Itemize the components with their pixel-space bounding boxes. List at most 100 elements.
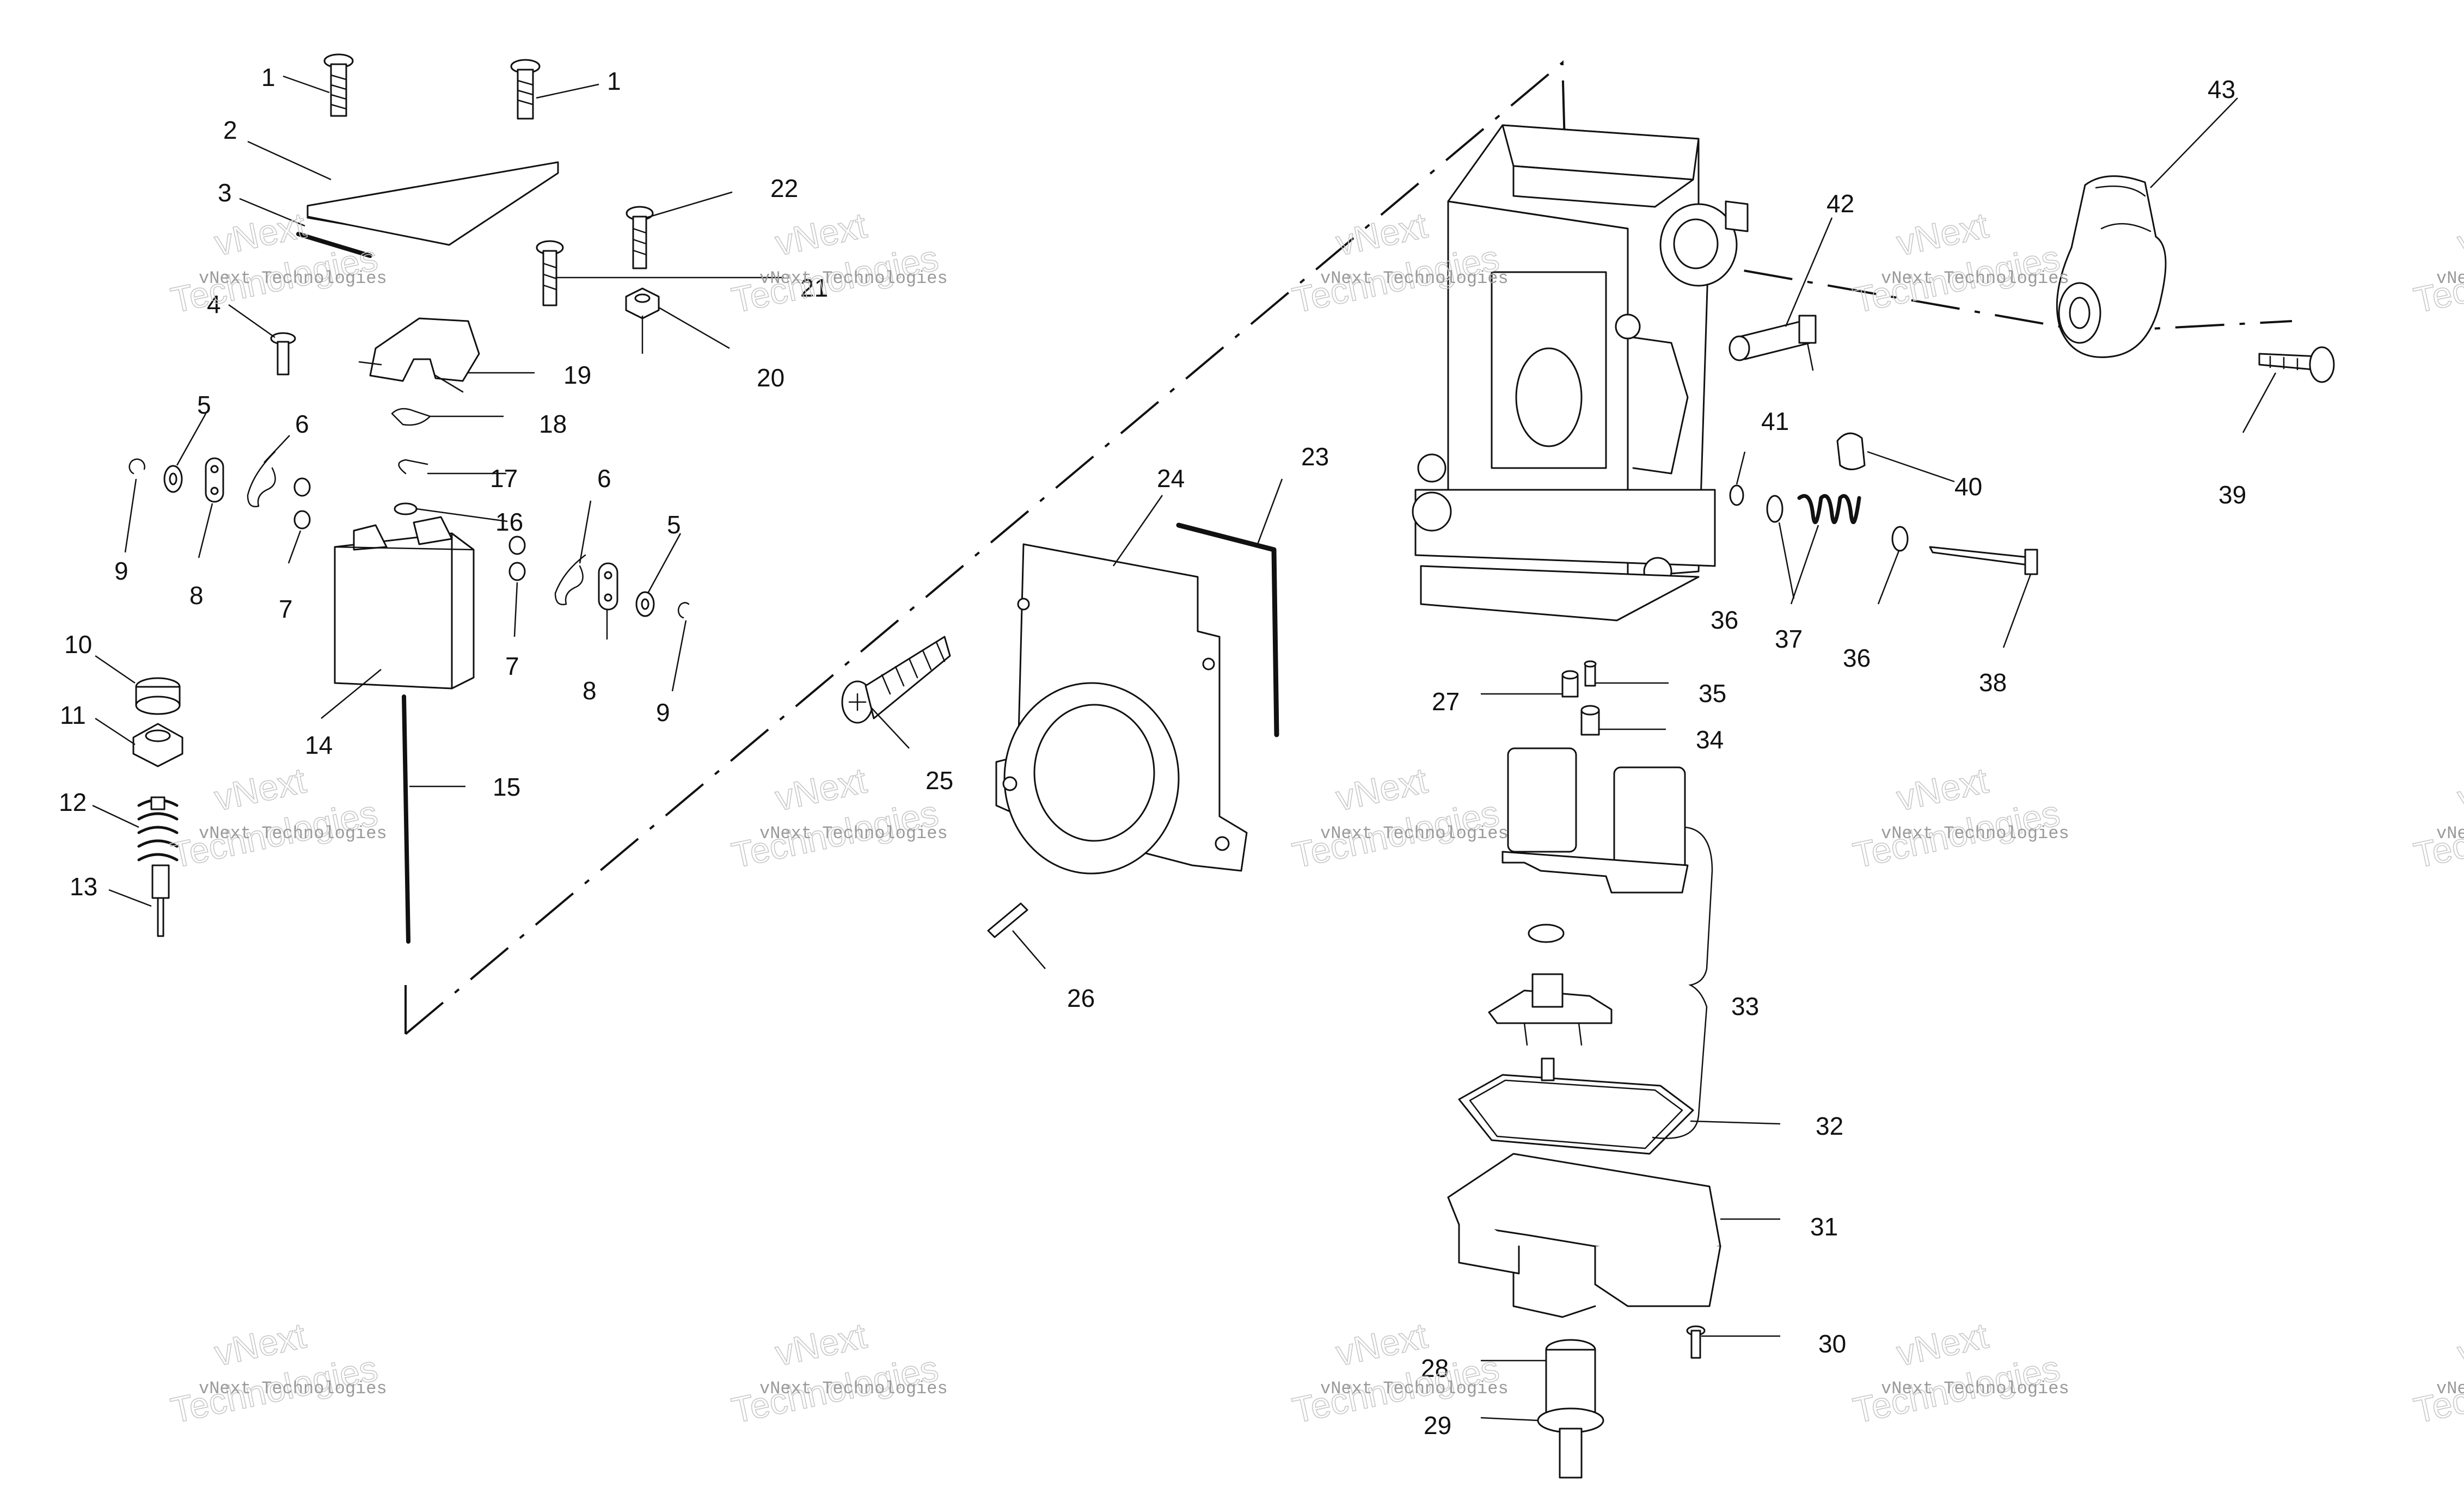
gasket-32	[1458, 1057, 1694, 1155]
callout-4: 4	[207, 290, 221, 318]
callout-36a: 36	[1711, 606, 1738, 634]
callout-14: 14	[305, 731, 333, 759]
callout-20: 20	[757, 364, 784, 392]
callout-6a: 6	[295, 410, 309, 438]
watermark: vNext Technologies vNext Technologies	[1849, 759, 2069, 876]
eclip-9-right	[677, 602, 690, 619]
watermark-caption: vNext Technologies	[199, 823, 387, 844]
screw-22	[626, 206, 654, 269]
watermark-caption: vNext Technologies	[199, 268, 387, 288]
callout-26: 26	[1067, 984, 1095, 1012]
callout-31: 31	[1810, 1213, 1838, 1241]
leader-lines	[92, 75, 2277, 1422]
callout-33: 33	[1731, 992, 1759, 1020]
callout-3: 3	[218, 179, 232, 207]
watermark: vNext Technologies vNext Technologies	[728, 1314, 948, 1431]
nut-20	[625, 287, 660, 319]
cap-40	[1836, 432, 1866, 470]
watermark-brand: vNext	[2454, 1315, 2464, 1373]
jet-27	[1561, 670, 1579, 698]
watermark: vNext Technologies vNext Technologies	[1849, 204, 2069, 321]
watermark-caption: vNext Technologies	[1881, 268, 2069, 288]
link-plate-8-left	[205, 457, 224, 503]
watermarks: vNext Technologies vNext Technologies vN…	[167, 204, 2464, 1431]
watermark-caption: vNext Technologies	[2436, 1379, 2464, 1399]
nut-11	[132, 723, 183, 767]
clip-18	[391, 408, 431, 426]
callout-18: 18	[539, 410, 567, 438]
callout-5b: 5	[667, 510, 681, 539]
watermark-brand: vNext	[2454, 760, 2464, 818]
float-bowl-31	[1447, 1153, 1721, 1318]
spring-clip-6-left	[247, 451, 276, 508]
callout-40: 40	[1954, 472, 1982, 501]
watermark: vNext Technologies vNext Technologies	[167, 1314, 387, 1431]
watermark: vNext Technologies vNext Technologies	[1849, 1314, 2069, 1431]
callout-8a: 8	[189, 581, 204, 610]
watermark-caption: vNext Technologies	[1881, 1379, 2069, 1399]
screw-21	[536, 240, 564, 306]
callout-32: 32	[1816, 1112, 1843, 1140]
watermark-caption: vNext Technologies	[1881, 823, 2069, 844]
spring-37	[1797, 494, 1861, 524]
callout-11: 11	[60, 701, 86, 729]
pin-26	[987, 902, 1028, 938]
screw-1b	[510, 59, 541, 120]
callout-12: 12	[59, 788, 87, 816]
bracket-23	[1176, 522, 1279, 737]
watermark: vNext Technologies vNext Technologies	[1289, 759, 1509, 876]
watermark-caption: vNext Technologies	[2436, 823, 2464, 844]
washer-41	[1729, 484, 1744, 506]
callout-1b: 1	[607, 67, 621, 95]
watermark: vNext Technologies vNext Technologies	[1289, 1314, 1509, 1431]
nut-10	[135, 677, 181, 715]
throttle-lever-43	[2056, 175, 2167, 358]
assembly-centerlines	[404, 60, 2293, 1035]
rod-15	[402, 694, 410, 944]
watermark-caption: vNext Technologies	[759, 823, 948, 844]
clip-bracket-19	[358, 317, 480, 393]
carburetor-body	[1412, 124, 1749, 622]
pilot-screw-38	[1929, 546, 2038, 575]
watermark-caption: vNext Technologies	[1320, 268, 1509, 288]
screw-30	[1686, 1325, 1706, 1359]
callout-25: 25	[925, 766, 953, 795]
screw-39	[2258, 346, 2335, 383]
callout-30: 30	[1818, 1330, 1846, 1358]
ring-16	[394, 502, 418, 515]
float-14	[334, 516, 475, 690]
callout-labels: 1 1 2 3 4 5 6 9 8 7 10 11 12 13 14 15 16…	[59, 63, 2246, 1440]
eclip-17	[398, 459, 428, 475]
washer-5-left	[163, 465, 183, 493]
callout-8b: 8	[583, 676, 597, 705]
spring-clip-6-right	[554, 554, 586, 606]
callout-15: 15	[493, 773, 520, 801]
watermark-caption: vNext Technologies	[1320, 1379, 1509, 1399]
callout-9b: 9	[656, 698, 670, 727]
callout-35: 35	[1699, 679, 1726, 708]
callout-2: 2	[223, 116, 237, 144]
callout-43: 43	[2208, 75, 2235, 103]
washer-5-right	[635, 591, 655, 617]
callout-42: 42	[1826, 189, 1854, 218]
callout-16: 16	[495, 508, 523, 536]
watermark: vNext Technologies vNext Technologies	[2410, 1314, 2464, 1431]
fitting-42	[1729, 315, 1817, 371]
callout-7a: 7	[279, 595, 293, 623]
watermark-caption: vNext Technologies	[759, 1379, 948, 1399]
callout-27: 27	[1432, 687, 1460, 716]
watermark-brand: vNext	[2454, 205, 2464, 263]
intake-flange-24	[995, 543, 1248, 875]
callout-5a: 5	[197, 391, 211, 419]
callout-24: 24	[1157, 464, 1185, 493]
washer-36b	[1891, 526, 1909, 552]
callout-39: 39	[2218, 481, 2246, 509]
callout-7b: 7	[505, 652, 519, 680]
callout-13: 13	[70, 872, 97, 901]
screw-25	[841, 636, 951, 724]
callout-41: 41	[1761, 407, 1789, 435]
watermark-caption: vNext Technologies	[759, 268, 948, 288]
callout-17: 17	[490, 464, 518, 493]
callout-19: 19	[563, 361, 591, 389]
